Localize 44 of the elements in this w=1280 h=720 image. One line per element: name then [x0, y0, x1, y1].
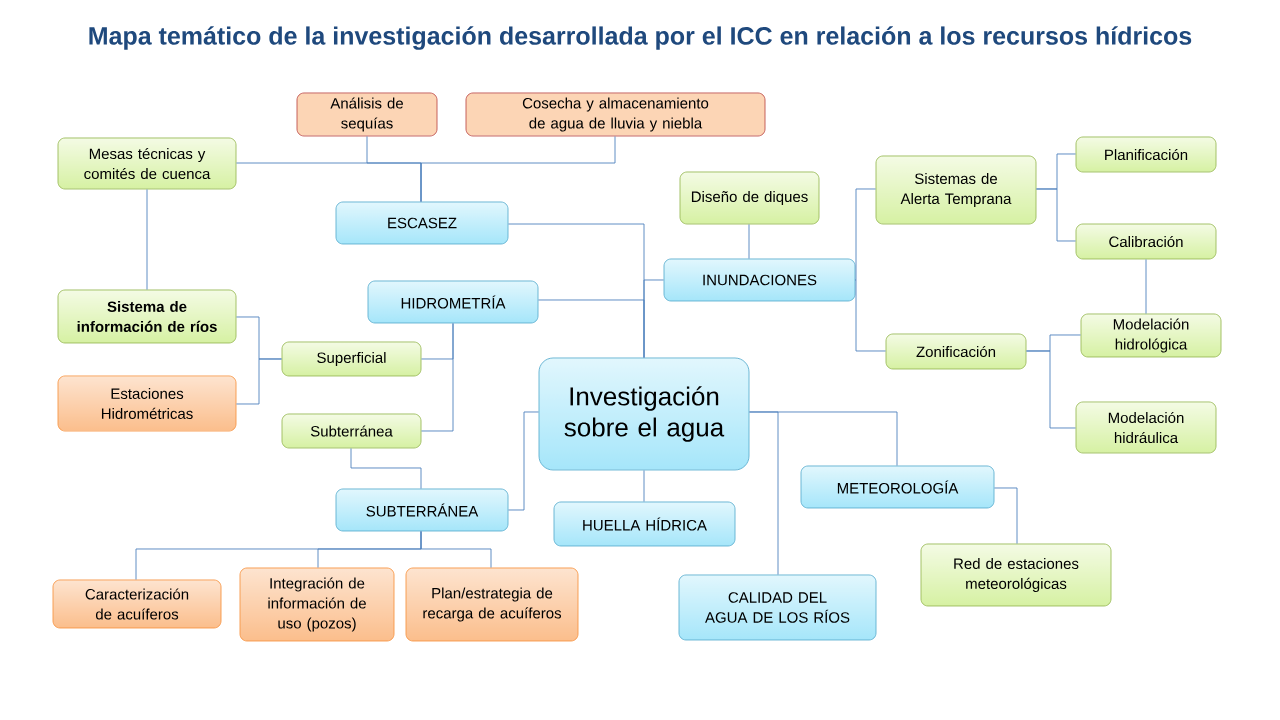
- subtopic-box: Plan/estrategia de recarga de acuíferos: [405, 567, 579, 642]
- topic-box: METEOROLOGÍA: [800, 465, 995, 509]
- central-topic-box: Investigación sobre el agua: [538, 357, 750, 471]
- subtopic-box: Modelación hidrológica: [1080, 313, 1222, 358]
- connector-line: [1145, 259, 1147, 314]
- connector-line: [350, 448, 422, 489]
- topic-box: CALIDAD DEL AGUA DE LOS RÍOS: [678, 574, 877, 641]
- subtopic-box: Superficial: [281, 341, 422, 377]
- subtopic-box: Zonificación: [885, 333, 1027, 370]
- connector-line: [236, 358, 282, 405]
- connector-line: [855, 279, 886, 352]
- connector-line: [420, 531, 492, 568]
- topic-box: INUNDACIONES: [663, 258, 856, 302]
- connector-line: [748, 224, 750, 259]
- title: Mapa temático de la investigación desarrollada por el ICC en relación a los recursos hídricos: [89, 26, 1192, 50]
- topic-box: ESCASEZ: [335, 201, 509, 245]
- subtopic-box: Estaciones Hidrométricas: [57, 375, 237, 432]
- subtopic-box: Subterránea: [281, 413, 422, 449]
- topic-box: SUBTERRÁNEA: [335, 488, 509, 532]
- connector-line: [146, 189, 148, 290]
- subtopic-box: Sistema de información de ríos: [57, 289, 237, 344]
- subtopic-box: Cosecha y almacenamiento de agua de lluvia y niebla: [465, 92, 766, 137]
- subtopic-box: Calibración: [1075, 223, 1217, 260]
- subtopic-box: Mesas técnicas y comités de cuenca: [57, 137, 237, 190]
- connector-line: [855, 188, 876, 281]
- subtopic-box: Diseño de diques: [679, 171, 820, 225]
- subtopic-box: Análisis de sequías: [296, 92, 438, 137]
- connector-line: [1026, 350, 1076, 429]
- subtopic-box: Planificación: [1075, 136, 1217, 173]
- connector-line: [643, 470, 645, 502]
- subtopic-box: Caracterización de acuíferos: [52, 579, 222, 629]
- topic-box: HUELLA HÍDRICA: [553, 501, 736, 547]
- connector-line: [749, 411, 898, 466]
- connector-line: [236, 162, 422, 202]
- connector-line: [508, 411, 539, 511]
- connector-line: [421, 323, 454, 432]
- subtopic-box: Red de estaciones meteorológicas: [920, 543, 1112, 607]
- subtopic-box: Modelación hidráulica: [1075, 401, 1217, 454]
- connector-line: [1036, 188, 1076, 242]
- topic-box: HIDROMETRÍA: [367, 280, 539, 324]
- connector-line: [643, 279, 664, 358]
- subtopic-box: Integración de información de uso (pozos): [239, 567, 395, 642]
- subtopic-box: Sistemas de Alerta Temprana: [875, 155, 1037, 225]
- connector-line: [994, 487, 1018, 544]
